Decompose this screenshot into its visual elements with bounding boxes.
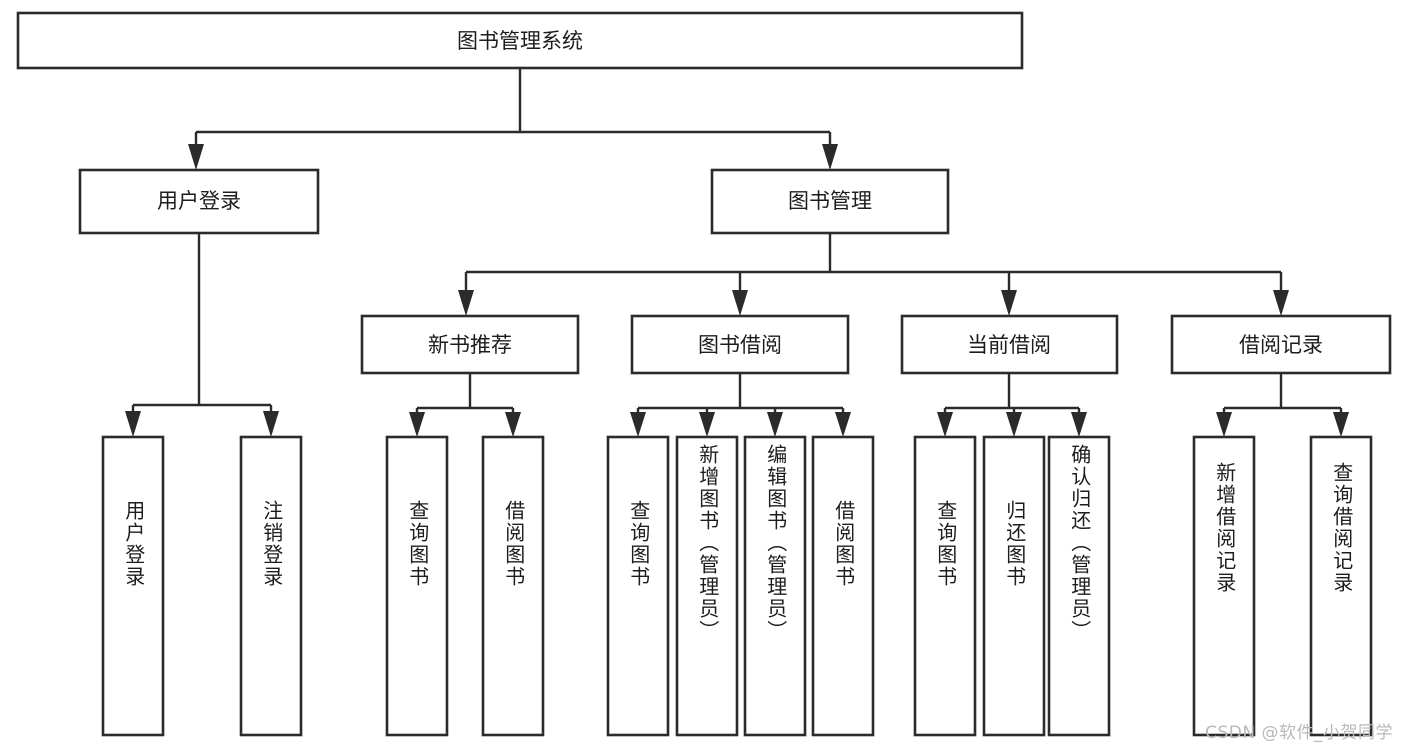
node-book-management[interactable]: 图书管理 <box>710 168 950 235</box>
leaf-group-current-borrow <box>913 435 1111 737</box>
arrow-new-book-leaf-2-icon <box>505 412 521 437</box>
arrow-book-borrow-leaf-2-icon <box>699 412 715 437</box>
arrow-user-login-leaf-1-icon <box>125 411 141 437</box>
node-new-book-recommend[interactable]: 新书推荐 <box>360 314 580 375</box>
node-user-login-box[interactable] <box>78 168 320 235</box>
arrow-to-user-login-icon <box>188 144 204 170</box>
node-new-book-recommend-label: 新书推荐 <box>428 333 512 357</box>
arrow-borrow-record-leaf-1-icon <box>1216 412 1232 437</box>
arrow-user-login-leaf-2-icon <box>263 411 279 437</box>
leaf-box-current-borrow-3[interactable] <box>1047 435 1111 737</box>
arrow-to-new-book-icon <box>458 290 474 316</box>
node-book-management-box[interactable] <box>710 168 950 235</box>
leaf-box-current-borrow-1[interactable] <box>913 435 977 737</box>
arrow-to-book-mgmt-icon <box>822 144 838 170</box>
leaf-box-borrow-record-1[interactable] <box>1192 435 1256 737</box>
node-current-borrow[interactable]: 当前借阅 <box>900 314 1119 375</box>
leaf-box-borrow-record-2[interactable] <box>1309 435 1373 737</box>
connector-group-root <box>188 68 838 170</box>
arrow-to-current-borrow-icon <box>1001 290 1017 316</box>
node-user-login[interactable]: 用户登录 <box>78 168 320 235</box>
node-book-borrow-box[interactable] <box>630 314 850 375</box>
arrow-book-borrow-leaf-3-icon <box>767 412 783 437</box>
arrow-current-borrow-leaf-2-icon <box>1006 412 1022 437</box>
leaf-box-user-login-1[interactable] <box>101 435 165 737</box>
connector-group-book-mgmt <box>458 233 1289 316</box>
node-borrow-record-box[interactable] <box>1170 314 1392 375</box>
leaf-box-book-borrow-1[interactable] <box>606 435 670 737</box>
arrow-book-borrow-leaf-1-icon <box>630 412 646 437</box>
node-root[interactable]: 图书管理系统 <box>16 11 1024 70</box>
connector-group-borrow-record <box>1216 373 1349 437</box>
leaf-box-new-book-2[interactable] <box>481 435 545 737</box>
node-user-login-label: 用户登录 <box>157 189 241 213</box>
node-new-book-recommend-box[interactable] <box>360 314 580 375</box>
arrow-new-book-leaf-1-icon <box>409 412 425 437</box>
node-borrow-record[interactable]: 借阅记录 <box>1170 314 1392 375</box>
node-root-box[interactable] <box>16 11 1024 70</box>
connector-group-current-borrow <box>937 373 1087 437</box>
connector-group-new-book <box>409 373 521 437</box>
arrow-current-borrow-leaf-3-icon <box>1071 412 1087 437</box>
arrow-to-borrow-record-icon <box>1273 290 1289 316</box>
arrow-book-borrow-leaf-4-icon <box>835 412 851 437</box>
leaf-box-current-borrow-2[interactable] <box>982 435 1046 737</box>
leaf-box-book-borrow-4[interactable] <box>811 435 875 737</box>
node-book-management-label: 图书管理 <box>788 189 872 213</box>
arrow-to-book-borrow-icon <box>732 290 748 316</box>
node-current-borrow-label: 当前借阅 <box>967 333 1051 357</box>
arrow-current-borrow-leaf-1-icon <box>937 412 953 437</box>
leaf-group-book-borrow <box>606 435 875 737</box>
arrow-borrow-record-leaf-2-icon <box>1333 412 1349 437</box>
leaf-group-new-book-recommend <box>385 435 545 737</box>
node-book-borrow[interactable]: 图书借阅 <box>630 314 850 375</box>
node-borrow-record-label: 借阅记录 <box>1239 333 1323 357</box>
leaf-box-new-book-1[interactable] <box>385 435 449 737</box>
connector-group-user-login <box>125 233 279 437</box>
node-root-label: 图书管理系统 <box>457 29 583 53</box>
leaf-group-user-login <box>101 435 303 737</box>
leaf-group-borrow-record <box>1192 435 1373 737</box>
leaf-box-book-borrow-3[interactable] <box>743 435 807 737</box>
node-book-borrow-label: 图书借阅 <box>698 333 782 357</box>
watermark-credit: CSDN @软件_小贺同学 <box>1205 723 1393 743</box>
node-current-borrow-box[interactable] <box>900 314 1119 375</box>
connector-group-book-borrow <box>630 373 851 437</box>
leaf-box-user-login-2[interactable] <box>239 435 303 737</box>
leaf-box-book-borrow-2[interactable] <box>675 435 739 737</box>
